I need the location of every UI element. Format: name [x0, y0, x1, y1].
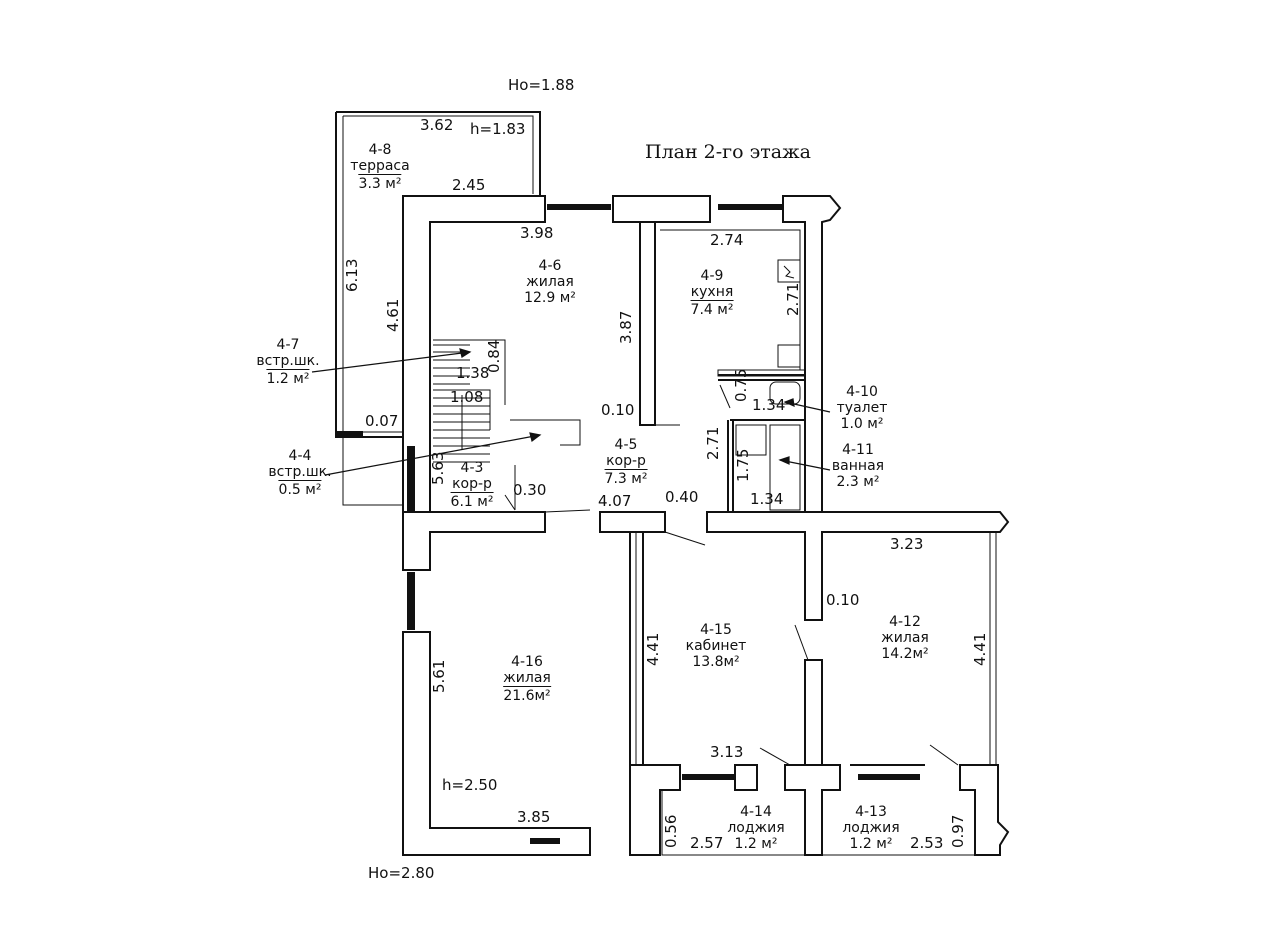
- dimension: 6.13: [343, 258, 361, 292]
- dimension: 3.98: [520, 224, 554, 242]
- dimension: 3.85: [517, 808, 551, 826]
- outer-wall: [782, 195, 842, 513]
- stairs: [433, 339, 506, 430]
- dimension: 4.61: [384, 298, 402, 332]
- dimension: 0.56: [662, 814, 680, 848]
- dimension: 2.71: [704, 426, 722, 460]
- dimension: 0.10: [826, 591, 860, 609]
- dimension: 3.87: [617, 310, 635, 344]
- dimension: 5.63: [429, 451, 447, 485]
- dimension: 4.41: [644, 632, 662, 666]
- dimension: 1.34: [750, 490, 784, 508]
- window: [682, 774, 734, 780]
- dimension: 0.40: [665, 488, 699, 506]
- dimension: 2.74: [710, 231, 744, 249]
- dimension: 2.45: [452, 176, 486, 194]
- inner-wall: [706, 511, 1010, 621]
- bathroom-walls: [718, 374, 805, 513]
- outer-wall: [784, 764, 841, 856]
- outer-wall: [734, 764, 758, 791]
- dimension: 0.10: [601, 401, 635, 419]
- outer-wall: [612, 195, 711, 223]
- dimension: 4.41: [971, 632, 989, 666]
- dimension: 0.30: [513, 481, 547, 499]
- window: [858, 774, 920, 780]
- inner-wall: [599, 511, 666, 533]
- window: [718, 204, 782, 210]
- window: [407, 572, 415, 630]
- dimension: 4.07: [598, 492, 632, 510]
- inner-wall: [402, 511, 546, 571]
- dimension: 1.75: [734, 448, 752, 482]
- dimension: 1.08: [450, 388, 484, 406]
- room-height: h=2.50: [442, 776, 498, 794]
- dimension: 1.34: [752, 396, 786, 414]
- dimension: 1.38: [456, 364, 490, 382]
- dimension: 0.84: [485, 339, 503, 373]
- dimension: 3.23: [890, 535, 924, 553]
- dimension: 5.61: [430, 659, 448, 693]
- ceiling-height-top: Ho=1.88: [508, 76, 575, 94]
- dimension: 0.07: [365, 412, 399, 430]
- dimension: 2.53: [910, 834, 944, 852]
- ceiling-height-bottom: Ho=2.80: [368, 864, 435, 882]
- plan-title: План 2-го этажа: [645, 141, 811, 163]
- dimension: 3.62: [420, 116, 454, 134]
- outer-wall: [402, 631, 591, 856]
- dimension: 2.57: [690, 834, 724, 852]
- terrace-height: h=1.83: [470, 120, 526, 138]
- dimension: 0.97: [949, 814, 967, 848]
- inner-wall: [804, 659, 823, 766]
- dimension: 2.71: [784, 282, 802, 316]
- dimension: 3.13: [710, 743, 744, 761]
- window: [547, 204, 611, 210]
- window: [407, 446, 415, 512]
- inner-wall: [639, 221, 656, 426]
- window: [530, 838, 560, 844]
- outer-wall: [959, 764, 1010, 856]
- dimension: 0.75: [732, 368, 750, 402]
- outer-wall: [629, 764, 681, 856]
